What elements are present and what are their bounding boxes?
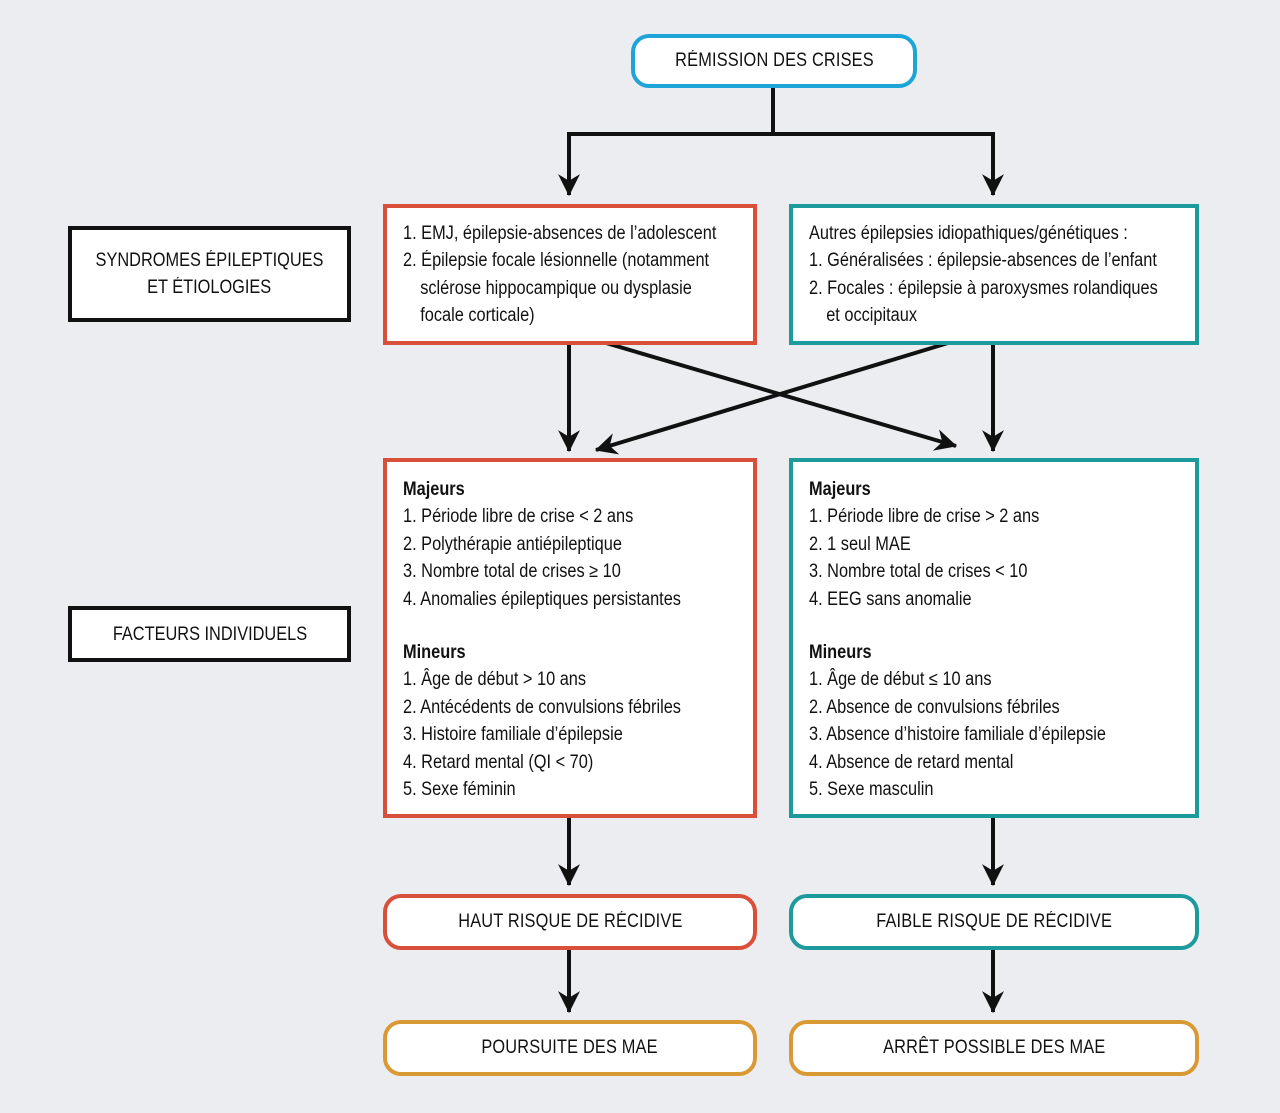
- syndrome-right-item: et occipitaux: [826, 305, 918, 327]
- minor-item: 1. Âge de début ≤ 10 ans: [809, 669, 992, 691]
- syndrome-left-item: 1. EMJ, épilepsie-absences de l’adolesce…: [403, 223, 717, 244]
- mae-stop-label: ARRÊT POSSIBLE DES MAE: [882, 1037, 1106, 1058]
- syndromes-label-line2: ET ÉTIOLOGIES: [147, 277, 272, 298]
- major-item: 3. Nombre total de crises ≥ 10: [403, 561, 621, 583]
- arrow-cross-right-to-left: [594, 341, 949, 455]
- mae-continue-label: POURSUITE DES MAE: [481, 1037, 659, 1058]
- remission-box: RÉMISSION DES CRISES: [631, 34, 917, 88]
- major-title: Majeurs: [403, 479, 465, 500]
- minor-item: 4. Absence de retard mental: [809, 751, 1014, 773]
- minor-title: Mineurs: [809, 642, 872, 664]
- low-risk-box: FAIBLE RISQUE DE RÉCIDIVE: [789, 894, 1199, 950]
- major-item: 2. Polythérapie antiépileptique: [403, 533, 622, 555]
- mae-stop-box: ARRÊT POSSIBLE DES MAE: [789, 1020, 1199, 1076]
- minor-item: 4. Retard mental (QI < 70): [403, 751, 594, 773]
- syndrome-left-item: 2. Épilepsie focale lésionnelle (notamme…: [403, 250, 710, 272]
- minor-item: 2. Absence de convulsions fébriles: [809, 696, 1060, 718]
- syndrome-left-item: sclérose hippocampique ou dysplasie: [420, 277, 692, 299]
- factors-label: FACTEURS INDIVIDUELS: [112, 623, 307, 645]
- minor-title: Mineurs: [403, 642, 466, 664]
- remission-label: RÉMISSION DES CRISES: [674, 50, 874, 71]
- minor-item: 1. Âge de début > 10 ans: [403, 669, 587, 691]
- high-risk-label: HAUT RISQUE DE RÉCIDIVE: [457, 911, 683, 932]
- minor-item: 3. Absence d’histoire familiale d’épilep…: [809, 724, 1107, 746]
- factors-high-risk-box: Majeurs 1. Période libre de crise < 2 an…: [383, 458, 757, 818]
- factors-low-risk-box: Majeurs 1. Période libre de crise > 2 an…: [789, 458, 1199, 818]
- major-item: 4. EEG sans anomalie: [809, 588, 972, 610]
- syndrome-left-item: focale corticale): [420, 305, 535, 327]
- major-title: Majeurs: [809, 479, 871, 500]
- minor-item: 5. Sexe féminin: [403, 779, 516, 801]
- syndromes-low-risk-box: Autres épilepsies idiopathiques/génétiqu…: [789, 204, 1199, 345]
- minor-item: 5. Sexe masculin: [809, 779, 934, 801]
- low-risk-label: FAIBLE RISQUE DE RÉCIDIVE: [876, 911, 1112, 932]
- minor-item: 2. Antécédents de convulsions fébriles: [403, 696, 681, 718]
- major-item: 1. Période libre de crise < 2 ans: [403, 506, 634, 528]
- syndrome-right-item: 2. Focales : épilepsie à paroxysmes rola…: [809, 277, 1158, 299]
- major-item: 1. Période libre de crise > 2 ans: [809, 506, 1040, 528]
- mae-continue-box: POURSUITE DES MAE: [383, 1020, 757, 1076]
- major-item: 4. Anomalies épileptiques persistantes: [403, 588, 681, 610]
- syndromes-label-box: SYNDROMES ÉPILEPTIQUES ET ÉTIOLOGIES: [68, 226, 351, 322]
- minor-item: 3. Histoire familiale d’épilepsie: [403, 724, 623, 746]
- major-item: 2. 1 seul MAE: [809, 533, 911, 555]
- arrow-split-top: [569, 86, 995, 136]
- syndromes-label-line1: SYNDROMES ÉPILEPTIQUES: [95, 250, 324, 271]
- syndrome-right-item: Autres épilepsies idiopathiques/génétiqu…: [809, 223, 1128, 244]
- syndromes-high-risk-box: 1. EMJ, épilepsie-absences de l’adolesce…: [383, 204, 757, 345]
- high-risk-box: HAUT RISQUE DE RÉCIDIVE: [383, 894, 757, 950]
- factors-label-box: FACTEURS INDIVIDUELS: [68, 606, 351, 662]
- syndrome-right-item: 1. Généralisées : épilepsie-absences de …: [809, 250, 1157, 272]
- major-item: 3. Nombre total de crises < 10: [809, 561, 1028, 583]
